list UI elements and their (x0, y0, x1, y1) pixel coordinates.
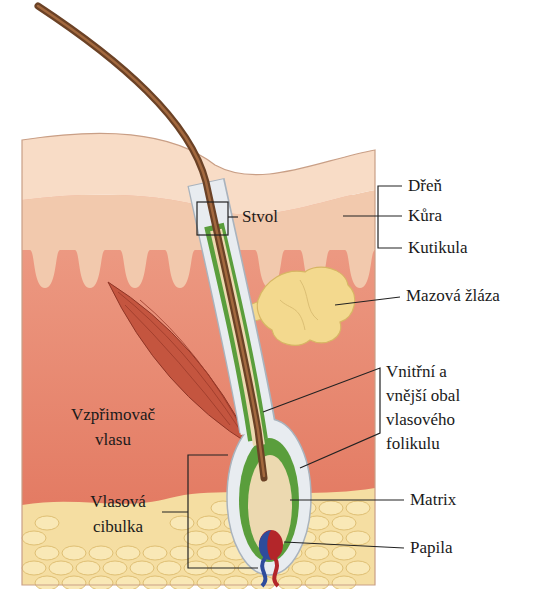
fat-cell (62, 546, 86, 560)
fat-cell (116, 546, 140, 560)
fat-cell (143, 546, 167, 560)
label-box: Kutikula (408, 238, 468, 258)
label-box: Vlasová cibulka (73, 489, 163, 539)
fat-cell (22, 531, 46, 545)
fat-cell (346, 561, 370, 575)
fat-cell (103, 561, 127, 575)
fat-cell (346, 531, 370, 545)
fat-cell (35, 546, 59, 560)
fat-cell (319, 561, 343, 575)
sebaceous-gland (257, 267, 354, 345)
label-box: Vnitřní a vnější obal vlasového folikulu (386, 360, 486, 456)
fat-cell (292, 561, 316, 575)
fat-cell (116, 576, 140, 589)
leader-line (290, 499, 404, 500)
label-box: Stvol (242, 207, 278, 227)
part-label: Papila (410, 538, 453, 558)
label-box: Matrix (410, 490, 456, 510)
bracket (162, 455, 258, 568)
fat-cell (35, 516, 59, 530)
fat-cell (346, 501, 370, 515)
leader-line (228, 216, 238, 217)
fat-cell (319, 531, 343, 545)
artery (274, 558, 278, 586)
fat-cell (224, 576, 248, 589)
fat-cell (319, 501, 343, 515)
skin-block-outline (22, 133, 375, 585)
fat-cell (89, 576, 113, 589)
fat-cell (197, 576, 221, 589)
fat-cell (197, 546, 221, 560)
fat-cell (278, 576, 302, 589)
dermal-papilla (259, 530, 283, 560)
part-label: Dřeň (408, 176, 442, 196)
label-box: Vzpřimovač vlasu (63, 402, 163, 452)
fat-cell (332, 576, 356, 589)
label-box: Kůra (408, 206, 442, 226)
follicle-bulb (227, 419, 311, 575)
fat-cell (35, 576, 59, 589)
fat-cell (22, 561, 46, 575)
part-label: Kůra (408, 206, 442, 226)
fat-cell (76, 561, 100, 575)
vein (262, 558, 265, 586)
leader-line (335, 297, 400, 305)
label-box: Papila (410, 538, 453, 558)
fat-cell (130, 561, 154, 575)
fat-cell (89, 546, 113, 560)
bracket (263, 368, 380, 468)
detail-box (197, 202, 228, 235)
fat-cell (170, 546, 194, 560)
fat-cell (170, 516, 194, 530)
fat-cell (170, 576, 194, 589)
fat-cell (62, 576, 86, 589)
bracket (343, 186, 402, 248)
fat-cell (332, 546, 356, 560)
part-label: Mazová žláza (406, 286, 500, 306)
hair-cortex (38, 6, 264, 476)
fat-cell (143, 576, 167, 589)
gland-lobes (280, 280, 318, 330)
leader-line (284, 542, 404, 548)
part-label: Kutikula (408, 238, 468, 258)
part-label: Stvol (242, 207, 278, 227)
label-box: Mazová žláza (406, 286, 500, 306)
leader-lines (162, 186, 404, 568)
fat-cells (22, 501, 370, 589)
part-label: Vlasová cibulka (73, 489, 163, 539)
fat-cell (157, 561, 181, 575)
part-label: Vzpřimovač vlasu (63, 402, 163, 452)
papilla-vein (259, 530, 271, 560)
fat-cell (332, 516, 356, 530)
part-label: Matrix (410, 490, 456, 510)
fat-cell (197, 516, 221, 530)
hair-shaft (38, 6, 264, 478)
part-label: Vnitřní a vnější obal vlasového folikulu (386, 360, 486, 456)
fat-cell (305, 576, 329, 589)
label-box: Dřeň (408, 176, 442, 196)
fat-layer (22, 488, 375, 585)
fat-cell (305, 546, 329, 560)
fat-cell (49, 561, 73, 575)
